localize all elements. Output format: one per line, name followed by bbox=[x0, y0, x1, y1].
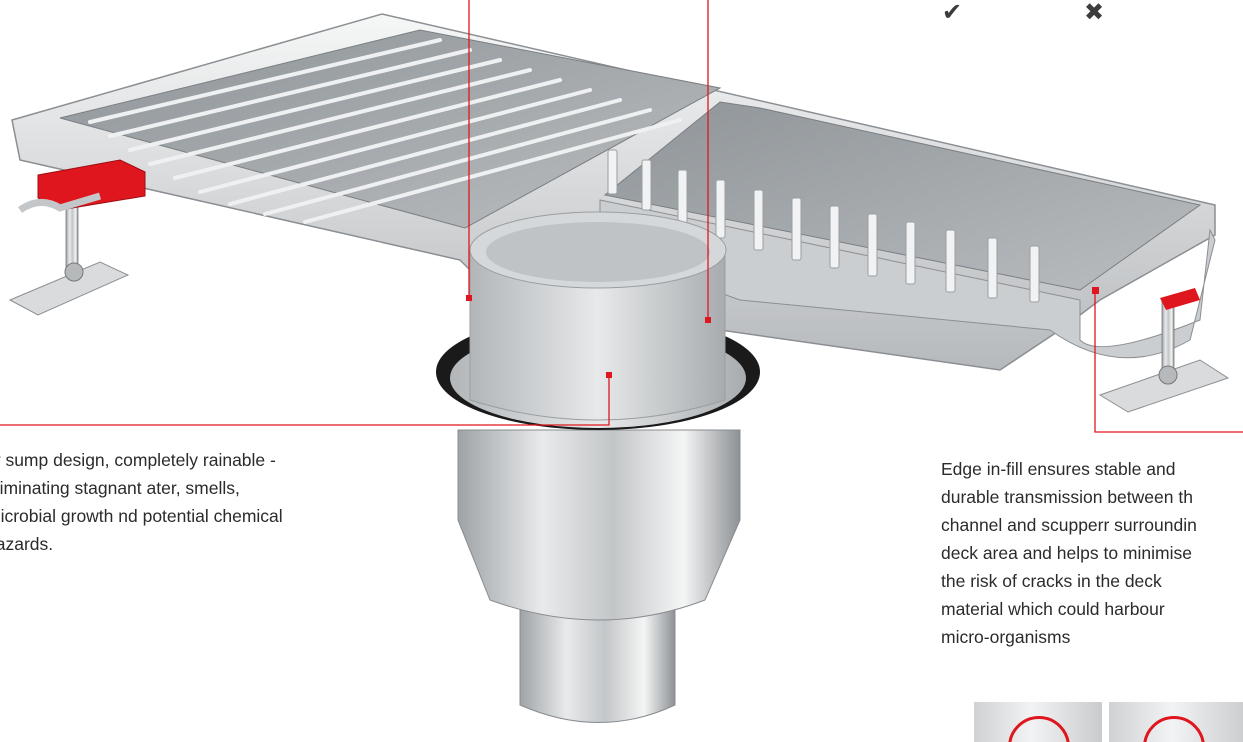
leader-lines bbox=[0, 0, 1243, 433]
leader-dots bbox=[466, 287, 1099, 378]
cross-icon: ✖ bbox=[1084, 0, 1105, 26]
callout-dry-sump: ry sump design, completely rainable - el… bbox=[0, 450, 283, 554]
grate-bars bbox=[88, 38, 682, 224]
check-icon: ✔ bbox=[942, 0, 963, 26]
highlight-ring bbox=[1008, 716, 1070, 742]
adjustable-foot-left bbox=[8, 159, 146, 316]
detail-thumbnail-correct bbox=[974, 702, 1102, 742]
callout-edge-infill: Edge in-fill ensures stable and durable … bbox=[941, 459, 1197, 647]
detail-thumbnail-incorrect bbox=[1109, 702, 1243, 742]
adjustable-foot-right bbox=[1098, 288, 1230, 413]
highlight-ring bbox=[1143, 716, 1205, 742]
drain-body bbox=[436, 211, 760, 723]
slot-bars bbox=[607, 149, 1040, 303]
